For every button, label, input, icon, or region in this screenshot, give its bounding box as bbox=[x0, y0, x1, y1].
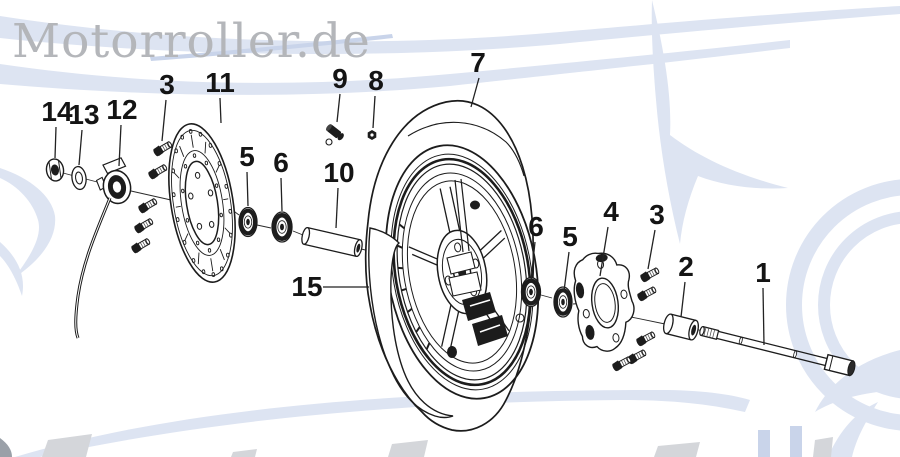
bottom-fragment-u1 bbox=[758, 430, 770, 457]
callout-label-3: 3 bbox=[159, 69, 175, 100]
callout-label-5: 5 bbox=[239, 141, 255, 172]
callout-label-7: 7 bbox=[470, 47, 486, 78]
callout-leader-9 bbox=[336, 93, 341, 123]
swoosh-bottom-right-tail bbox=[828, 402, 878, 457]
swoosh-bottom-arc bbox=[15, 390, 750, 457]
bolt bbox=[134, 218, 154, 234]
part-speedo-drive bbox=[74, 157, 132, 339]
bolt bbox=[612, 356, 632, 372]
axis-line bbox=[256, 224, 272, 229]
swoosh-left-tail bbox=[0, 242, 24, 296]
part-bearing-5-left bbox=[238, 206, 258, 238]
callout-leader-8 bbox=[372, 95, 376, 129]
bolt bbox=[637, 286, 657, 302]
axis-line bbox=[292, 230, 304, 236]
swoosh-right-ring-outer bbox=[786, 179, 900, 431]
callout-leader-11 bbox=[219, 97, 222, 124]
callout-label-1: 1 bbox=[755, 257, 771, 288]
diagram-layer bbox=[45, 99, 856, 432]
part-washer bbox=[71, 165, 87, 191]
callout-label-6: 6 bbox=[528, 211, 544, 242]
callout-leader-3 bbox=[647, 229, 656, 270]
callout-leader-12 bbox=[118, 124, 122, 167]
callout-label-9: 9 bbox=[332, 63, 348, 94]
callout-label-10: 10 bbox=[323, 157, 354, 188]
bolt bbox=[640, 267, 660, 283]
part-valve-stem bbox=[325, 124, 344, 146]
bolt bbox=[636, 331, 656, 347]
axis-line bbox=[630, 316, 666, 325]
bottom-fragment-5 bbox=[813, 437, 833, 457]
part-axle bbox=[699, 326, 856, 377]
callout-label-8: 8 bbox=[368, 65, 384, 96]
part-tire bbox=[364, 99, 535, 432]
callout-leader-5 bbox=[246, 171, 249, 207]
swoosh-top-line bbox=[150, 34, 393, 61]
callout-label-12: 12 bbox=[106, 94, 137, 125]
bottom-fragment-1 bbox=[42, 434, 92, 457]
swoosh-left-curl bbox=[0, 168, 56, 278]
swoosh-second-band bbox=[0, 40, 790, 95]
callout-label-6: 6 bbox=[273, 147, 289, 178]
axis-line bbox=[540, 294, 553, 299]
part-axle-spacer bbox=[662, 313, 700, 341]
callout-label-14: 14 bbox=[41, 96, 73, 127]
callout-label-4: 4 bbox=[603, 196, 619, 227]
callout-leader-13 bbox=[78, 129, 83, 166]
swoosh-bottom-right-wing bbox=[815, 350, 900, 412]
brand-watermark: Motorroller.de bbox=[12, 14, 371, 69]
axis-line bbox=[130, 190, 172, 201]
bottom-fragment-u2 bbox=[790, 426, 802, 457]
callout-label-2: 2 bbox=[678, 251, 694, 282]
part-hub-flange bbox=[573, 252, 635, 352]
bottom-fragment-2 bbox=[231, 449, 257, 457]
callout-leader-7 bbox=[470, 77, 480, 108]
callout-leader-6 bbox=[530, 241, 536, 282]
bolt bbox=[148, 164, 168, 180]
part-seal-6-left bbox=[271, 211, 293, 243]
disc-bolts bbox=[131, 141, 660, 372]
callout-label-15: 15 bbox=[291, 271, 322, 302]
part-brake-disc bbox=[168, 123, 236, 283]
part-axle-sleeve bbox=[301, 226, 363, 258]
part-seal-6-right bbox=[520, 276, 542, 308]
bearings-and-seals bbox=[238, 206, 573, 318]
callout-label-13: 13 bbox=[68, 99, 99, 130]
part-bearing-5-right bbox=[553, 286, 573, 318]
wheel-center-detail bbox=[446, 178, 525, 358]
bolt bbox=[153, 141, 173, 157]
bolt bbox=[131, 238, 151, 254]
speedo-cable bbox=[74, 197, 112, 339]
disc-drill-holes bbox=[171, 128, 233, 278]
swoosh-right-ring-inner bbox=[818, 211, 900, 399]
callout-leader-5 bbox=[563, 251, 570, 292]
callout-leader-1 bbox=[762, 287, 765, 346]
part-axle-nut bbox=[45, 158, 65, 182]
part-valve-nut bbox=[367, 130, 377, 140]
callout-leader-2 bbox=[680, 281, 686, 318]
callout-label-11: 11 bbox=[205, 67, 235, 98]
swoosh-right-wing bbox=[651, 0, 788, 244]
rim-hatch-marks bbox=[396, 223, 431, 350]
callout-leader-6 bbox=[280, 177, 283, 212]
callout-leader-4 bbox=[599, 226, 609, 277]
bottom-corner-wing bbox=[0, 438, 12, 457]
callout-leader-14 bbox=[54, 126, 57, 159]
bottom-fragment-3 bbox=[388, 440, 428, 457]
callout-leader-10 bbox=[335, 187, 339, 229]
callout-leader-3 bbox=[161, 99, 167, 142]
bolt bbox=[138, 198, 158, 214]
swoosh-top-band bbox=[0, 6, 900, 55]
bottom-fragment-4 bbox=[654, 442, 700, 457]
callout-label-5: 5 bbox=[562, 221, 578, 252]
callout-label-3: 3 bbox=[649, 199, 665, 230]
